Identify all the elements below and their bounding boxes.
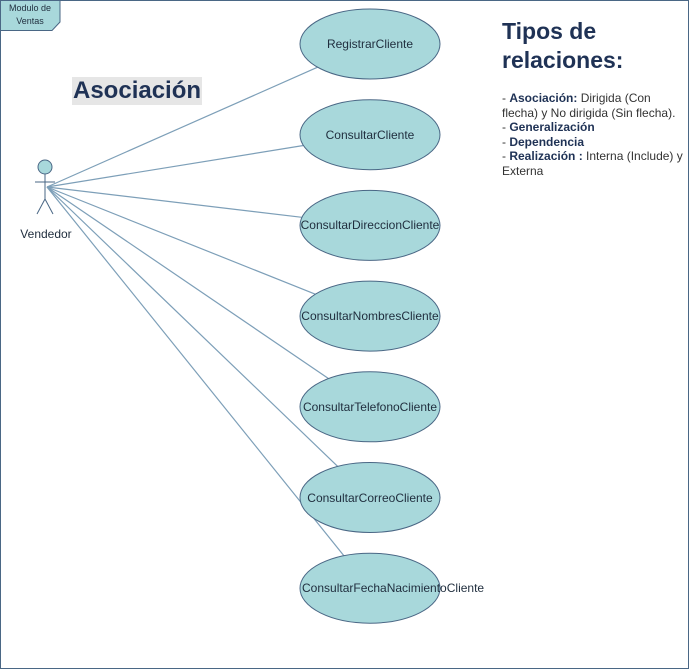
association-line — [46, 186, 345, 557]
use-case-ellipse[interactable] — [299, 552, 441, 624]
use-case-ellipse[interactable] — [299, 280, 441, 352]
use-case-label: ConsultarDireccionCliente — [300, 218, 440, 233]
relation-item: - Asociación: Dirigida (Con flecha) y No… — [502, 91, 676, 120]
use-case-label: ConsultarCliente — [325, 127, 415, 142]
use-case-label: ConsultarTelefonoCliente — [302, 399, 438, 414]
notes-title: Tipos de relaciones: — [502, 18, 624, 73]
use-case-ellipse[interactable] — [299, 189, 441, 261]
use-case-ellipse[interactable] — [299, 371, 441, 443]
association-line — [46, 186, 339, 467]
frame-tab — [0, 0, 61, 31]
association-lines — [46, 66, 345, 557]
use-case-ellipse[interactable] — [299, 99, 441, 171]
use-case-ellipse[interactable] — [299, 8, 441, 80]
relation-item: - Generalización — [502, 120, 595, 134]
use-case-label: ConsultarNombresCliente — [301, 309, 439, 324]
use-case-label: ConsultarCorreoCliente — [307, 490, 433, 505]
use-case-label: ConsultarFechaNacimientoCliente — [302, 581, 485, 596]
association-line — [46, 186, 302, 218]
actor-label: Vendedor — [20, 227, 72, 241]
use-case-group — [299, 8, 441, 624]
frame-label: Modulo de Ventas — [8, 3, 52, 26]
use-case-ellipse[interactable] — [299, 462, 441, 533]
association-line — [46, 66, 318, 188]
association-line — [46, 144, 304, 188]
association-line — [46, 186, 329, 380]
stick-figure-icon — [35, 159, 55, 215]
relation-types-list: - Asociación: Dirigida (Con flecha) y No… — [502, 91, 684, 178]
relation-item: - Dependencia — [502, 134, 585, 149]
association-line — [46, 186, 316, 295]
relation-item: - Realización : Interna (Include) y Exte… — [502, 149, 683, 178]
diagram-title: Asociación — [72, 77, 203, 105]
use-case-label: RegistrarCliente — [326, 37, 414, 51]
